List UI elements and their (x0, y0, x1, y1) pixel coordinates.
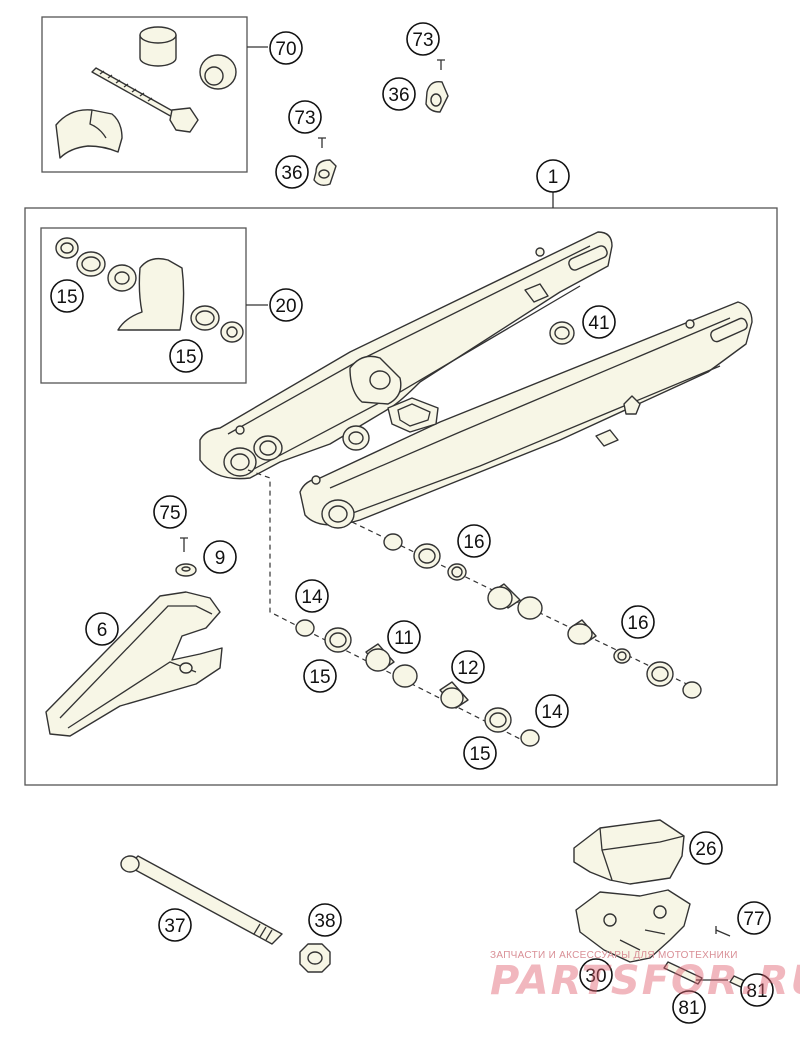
svg-text:73: 73 (294, 108, 315, 129)
callout-38[interactable]: 38 (308, 903, 342, 937)
callout-16-upper[interactable]: 16 (457, 524, 491, 558)
callout-81-left[interactable]: 81 (672, 990, 706, 1024)
callout-14-left[interactable]: 14 (295, 579, 329, 613)
svg-text:14: 14 (541, 702, 563, 723)
cable-clamp-parts (313, 59, 449, 187)
chain-slider (45, 591, 223, 737)
svg-text:16: 16 (463, 532, 484, 553)
swingarm-group-box (24, 207, 778, 786)
callout-75[interactable]: 75 (153, 495, 187, 529)
watermark-tagline: ЗАПЧАСТИ И АКСЕССУАРЫ ДЛЯ МОТОТЕХНИКИ (490, 950, 738, 961)
kit-70-parts (55, 26, 237, 159)
callout-41[interactable]: 41 (582, 305, 616, 339)
callout-15-left[interactable]: 15 (303, 659, 337, 693)
callout-37[interactable]: 37 (158, 908, 192, 942)
callout-77[interactable]: 77 (737, 901, 771, 935)
svg-text:12: 12 (457, 658, 478, 679)
svg-text:6: 6 (97, 620, 108, 641)
callout-12[interactable]: 12 (451, 650, 485, 684)
svg-text:36: 36 (388, 85, 409, 106)
callout-73-top[interactable]: 73 (406, 22, 440, 56)
watermark-logo: PARTSFOR.RU (490, 958, 800, 1004)
svg-text:37: 37 (164, 916, 185, 937)
svg-text:41: 41 (588, 313, 609, 334)
svg-text:38: 38 (314, 911, 335, 932)
svg-text:75: 75 (159, 503, 180, 524)
callout-73-mid[interactable]: 73 (288, 100, 322, 134)
svg-text:1: 1 (548, 167, 559, 188)
svg-text:11: 11 (394, 628, 414, 649)
svg-text:81: 81 (678, 998, 699, 1019)
axis-line-pivot (247, 469, 531, 745)
callout-81-right[interactable]: 81 (740, 973, 774, 1007)
svg-text:15: 15 (309, 667, 330, 688)
svg-text:30: 30 (585, 966, 606, 987)
callout-14-right[interactable]: 14 (535, 694, 569, 728)
svg-text:15: 15 (56, 287, 77, 308)
svg-text:15: 15 (175, 347, 196, 368)
axle-and-nut (120, 855, 331, 973)
callout-36-top[interactable]: 36 (382, 77, 416, 111)
callout-15-kit-left[interactable]: 15 (50, 279, 84, 313)
svg-text:36: 36 (281, 163, 302, 184)
callout-15-kit-right[interactable]: 15 (169, 339, 203, 373)
callout-9[interactable]: 9 (203, 540, 237, 574)
callout-6[interactable]: 6 (85, 612, 119, 646)
svg-text:81: 81 (746, 981, 767, 1002)
kit-20-parts (55, 237, 244, 343)
swingarm (199, 231, 753, 529)
callout-1[interactable]: 1 (536, 159, 570, 193)
lower-bearing-stack (383, 533, 702, 699)
kit-70-box (41, 16, 248, 173)
svg-text:20: 20 (275, 296, 296, 317)
callout-30[interactable]: 30 (579, 958, 613, 992)
callout-36-mid[interactable]: 36 (275, 155, 309, 189)
svg-text:14: 14 (301, 587, 323, 608)
callout-16-lower[interactable]: 16 (621, 605, 655, 639)
callout-11[interactable]: 11 (387, 620, 421, 654)
svg-text:15: 15 (469, 744, 490, 765)
svg-text:77: 77 (743, 909, 764, 930)
svg-text:9: 9 (215, 548, 226, 569)
callout-26[interactable]: 26 (689, 831, 723, 865)
callout-15-bottom[interactable]: 15 (463, 736, 497, 770)
callout-70[interactable]: 70 (269, 31, 303, 65)
svg-text:26: 26 (695, 839, 716, 860)
part-41 (549, 321, 575, 345)
svg-text:70: 70 (275, 39, 296, 60)
screw-and-washer (175, 537, 197, 577)
pivot-bearing-stack (295, 619, 540, 747)
svg-text:16: 16 (627, 613, 648, 634)
callout-20[interactable]: 20 (269, 288, 303, 322)
svg-text:73: 73 (412, 30, 433, 51)
